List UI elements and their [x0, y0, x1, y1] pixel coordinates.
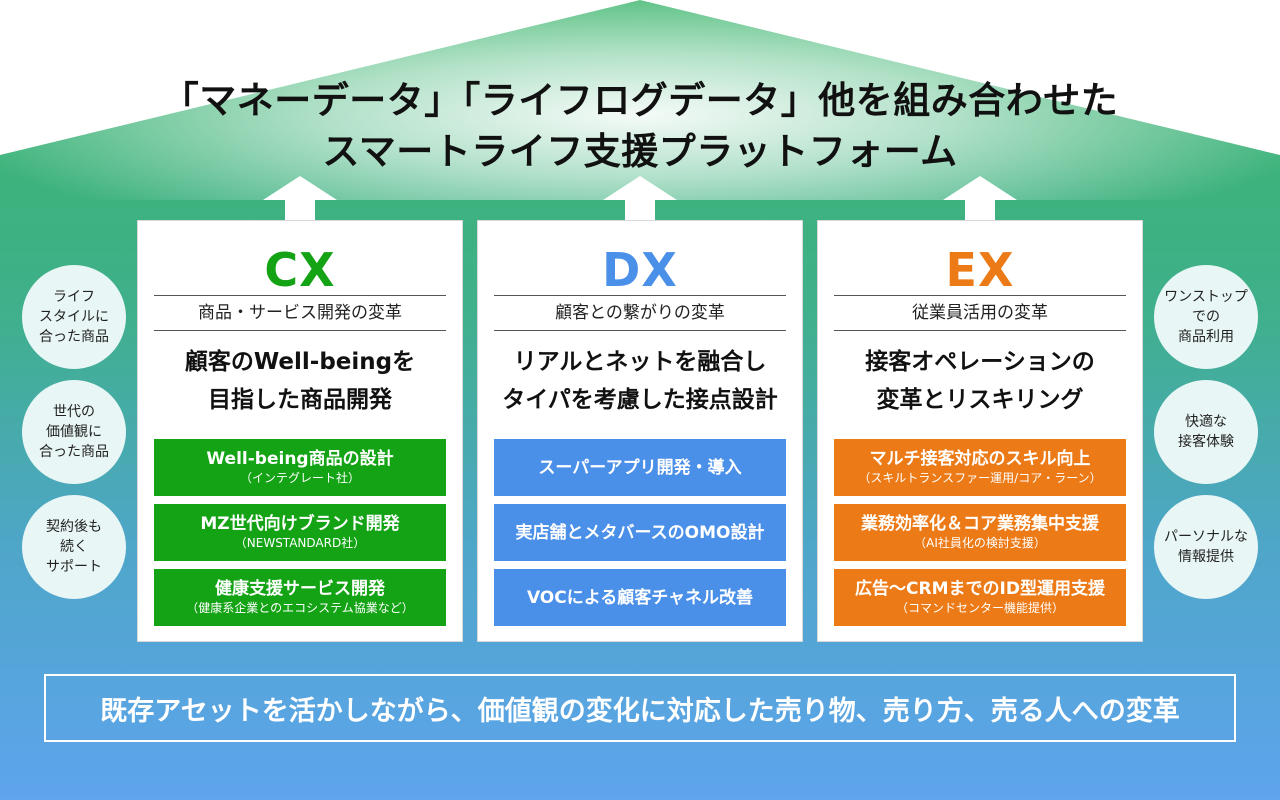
panel-label: CX: [264, 243, 336, 297]
panel-item: マルチ接客対応のスキル向上 （スキルトランスファー運用/コア・ラーン）: [834, 439, 1126, 496]
panel-item: スーパーアプリ開発・導入: [494, 439, 786, 496]
panel-item: 実店舗とメタバースのOMO設計: [494, 504, 786, 561]
panel-item: VOCによる顧客チャネル改善: [494, 569, 786, 626]
right-circle: パーソナルな 情報提供: [1154, 495, 1258, 599]
panel-main-text: 接客オペレーションの 変革とリスキリング: [826, 343, 1134, 419]
bottom-banner: 既存アセットを活かしながら、価値観の変化に対応した売り物、売り方、売る人への変革: [44, 674, 1236, 742]
left-circle: 契約後も 続く サポート: [22, 495, 126, 599]
panel-ex: EX 従業員活用の変革 接客オペレーションの 変革とリスキリング マルチ接客対応…: [817, 220, 1143, 642]
panel-item: 業務効率化＆コア業務集中支援 （AI社員化の検討支援）: [834, 504, 1126, 561]
panel-item-title: 実店舗とメタバースのOMO設計: [515, 522, 765, 543]
panel-main-line: リアルとネットを融合し: [513, 349, 767, 375]
headline-line-1: 「マネーデータ」「ライフログデータ」他を組み合わせた: [161, 79, 1119, 122]
panel-item-title: VOCによる顧客チャネル改善: [526, 587, 754, 608]
panel-item-title: MZ世代向けブランド開発: [200, 514, 400, 534]
panel-item-note: （スキルトランスファー運用/コア・ラーン）: [858, 471, 1102, 485]
right-circle: ワンストップ での 商品利用: [1154, 265, 1258, 369]
panel-item: 広告〜CRMまでのID型運用支援 （コマンドセンター機能提供）: [834, 569, 1126, 626]
panel-item-note: （NEWSTANDARD社）: [234, 536, 366, 550]
panel-item-list: スーパーアプリ開発・導入 実店舗とメタバースのOMO設計 VOCによる顧客チャネ…: [494, 439, 786, 634]
panel-item-title: 業務効率化＆コア業務集中支援: [861, 514, 1099, 534]
arrow-up-ex-icon: [943, 176, 1017, 226]
right-circle: 快適な 接客体験: [1154, 380, 1258, 484]
panel-label: DX: [602, 243, 678, 297]
panel-item-note: （インテグレート社）: [239, 471, 360, 485]
arrow-up-dx-icon: [603, 176, 677, 226]
panel-item-title: スーパーアプリ開発・導入: [538, 457, 742, 478]
panel-subtitle: 顧客との繋がりの変革: [494, 295, 786, 331]
left-circle: ライフ スタイルに 合った商品: [22, 265, 126, 369]
panel-item-title: マルチ接客対応のスキル向上: [869, 449, 1091, 469]
panel-item-title: 広告〜CRMまでのID型運用支援: [855, 579, 1105, 599]
panel-item: Well-being商品の設計 （インテグレート社）: [154, 439, 446, 496]
panel-main-line: タイパを考慮した接点設計: [502, 387, 778, 413]
panel-item-note: （AI社員化の検討支援）: [914, 536, 1046, 550]
panel-item-note: （コマンドセンター機能提供）: [895, 601, 1064, 615]
panel-item-list: Well-being商品の設計 （インテグレート社） MZ世代向けブランド開発 …: [154, 439, 446, 634]
panel-item-list: マルチ接客対応のスキル向上 （スキルトランスファー運用/コア・ラーン） 業務効率…: [834, 439, 1126, 634]
headline-line-2: スマートライフ支援プラットフォーム: [322, 130, 958, 173]
panel-item-title: 健康支援サービス開発: [215, 579, 385, 599]
panel-cx: CX 商品・サービス開発の変革 顧客のWell-beingを 目指した商品開発 …: [137, 220, 463, 642]
left-circle: 世代の 価値観に 合った商品: [22, 380, 126, 484]
panel-item: MZ世代向けブランド開発 （NEWSTANDARD社）: [154, 504, 446, 561]
panel-label: EX: [945, 243, 1015, 297]
panel-main-line: 顧客のWell-beingを: [184, 349, 416, 375]
panel-item-title: Well-being商品の設計: [206, 449, 394, 469]
panel-main-line: 接客オペレーションの: [865, 349, 1095, 375]
arrow-up-cx-icon: [263, 176, 337, 226]
panel-main-text: 顧客のWell-beingを 目指した商品開発: [146, 343, 454, 419]
panel-item: 健康支援サービス開発 （健康系企業とのエコシステム協業など）: [154, 569, 446, 626]
panel-main-line: 目指した商品開発: [208, 387, 392, 413]
panel-subtitle: 商品・サービス開発の変革: [154, 295, 446, 331]
panel-dx: DX 顧客との繋がりの変革 リアルとネットを融合し タイパを考慮した接点設計 ス…: [477, 220, 803, 642]
panel-main-line: 変革とリスキリング: [876, 387, 1084, 413]
panel-item-note: （健康系企業とのエコシステム協業など）: [186, 601, 414, 615]
panel-subtitle: 従業員活用の変革: [834, 295, 1126, 331]
panel-main-text: リアルとネットを融合し タイパを考慮した接点設計: [486, 343, 794, 419]
